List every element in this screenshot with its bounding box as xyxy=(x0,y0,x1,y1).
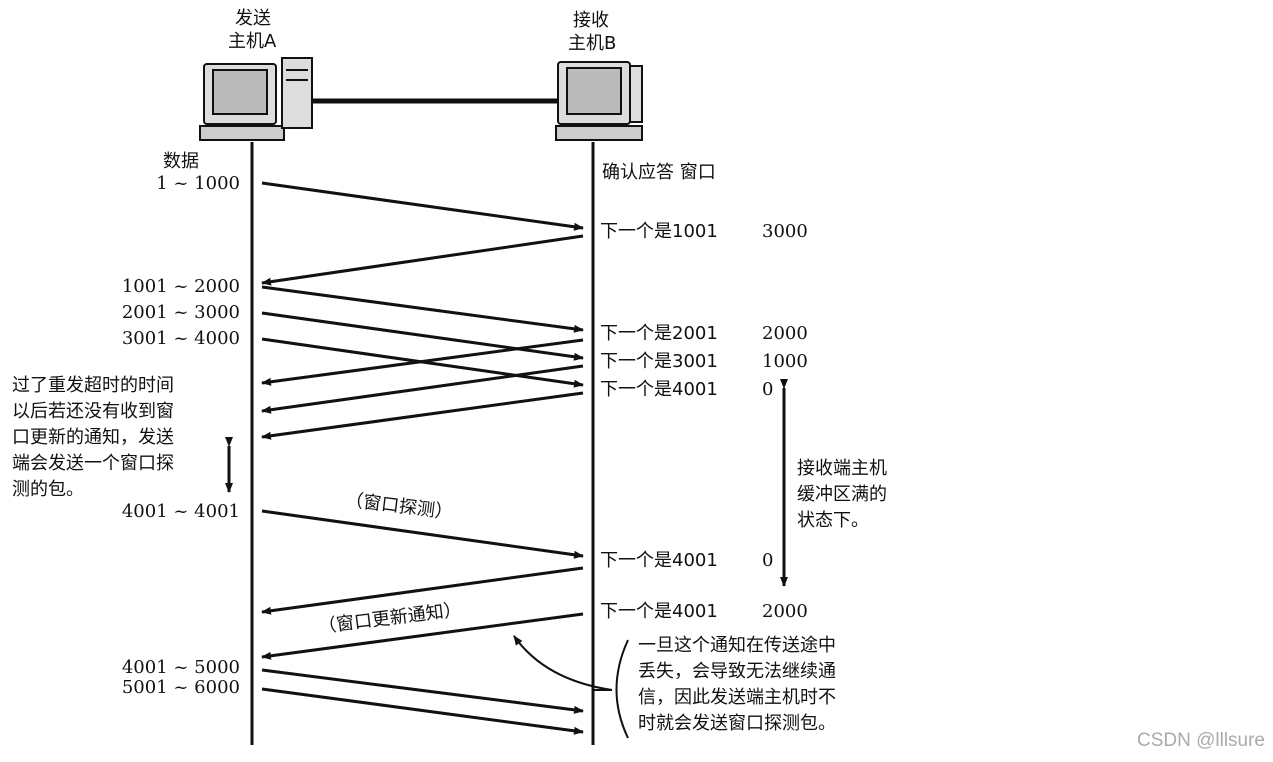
sender-data-label: 1001 ~ 2000 xyxy=(121,276,240,297)
computer-b-icon xyxy=(555,61,643,141)
data-segment-arrow xyxy=(261,668,584,714)
host-a-label-1: 发送 xyxy=(235,8,271,29)
bottom-note: 一旦这个通知在传送途中 丢失，会导致无法继续通 信，因此发送端主机时不 时就会发… xyxy=(638,635,836,734)
window-size-label: 1000 xyxy=(762,351,808,372)
window-size-label: 0 xyxy=(762,379,774,400)
ack-label: 下一个是2001 xyxy=(600,323,718,344)
data-segment-arrow xyxy=(261,687,584,735)
receiver-header: 确认应答 窗口 xyxy=(602,162,716,183)
data-segment-arrow xyxy=(261,509,584,559)
right-note: 接收端主机 缓冲区满的 状态下。 xyxy=(797,458,887,531)
sender-data-label: 4001 ~ 5000 xyxy=(121,657,240,678)
sender-data-label: 5001 ~ 6000 xyxy=(121,677,240,698)
ack-arrow xyxy=(261,612,584,660)
sender-data-label: 1 ~ 1000 xyxy=(156,173,240,194)
ack-arrow xyxy=(261,364,584,414)
ack-label: 下一个是4001 xyxy=(600,379,718,400)
window-size-label: 3000 xyxy=(762,221,808,242)
computer-a-icon xyxy=(199,57,313,141)
note-pointer-arrow xyxy=(513,635,613,691)
ack-arrow xyxy=(261,234,584,286)
host-b-label-2: 主机B xyxy=(568,33,617,54)
host-b-label-1: 接收 xyxy=(573,10,609,31)
ack-label: 下一个是4001 xyxy=(600,601,718,622)
data-segment-arrow xyxy=(261,311,584,361)
host-a-label-2: 主机A xyxy=(228,31,277,52)
ack-label: 下一个是4001 xyxy=(600,550,718,571)
watermark: CSDN @lllsure xyxy=(1136,730,1265,751)
note-bracket xyxy=(615,639,629,739)
sender-header: 数据 xyxy=(163,151,199,172)
data-segment-arrow xyxy=(261,181,584,231)
ack-arrow xyxy=(261,391,584,440)
data-segment-arrow xyxy=(261,285,584,333)
sender-data-label: 2001 ~ 3000 xyxy=(121,302,240,323)
window-size-label: 0 xyxy=(762,550,774,571)
ack-arrow xyxy=(261,566,584,615)
sender-data-label: 4001 ~ 4001 xyxy=(121,501,240,522)
ack-label: 下一个是3001 xyxy=(600,351,718,372)
ack-arrow xyxy=(261,338,584,386)
window-size-label: 2000 xyxy=(762,601,808,622)
sender-data-label: 3001 ~ 4000 xyxy=(121,328,240,349)
left-note: 过了重发超时的时间 以后若还没有收到窗 口更新的通知，发送 端会发送一个窗口探 … xyxy=(12,375,174,500)
window-size-label: 2000 xyxy=(762,323,808,344)
ack-label: 下一个是1001 xyxy=(600,221,718,242)
